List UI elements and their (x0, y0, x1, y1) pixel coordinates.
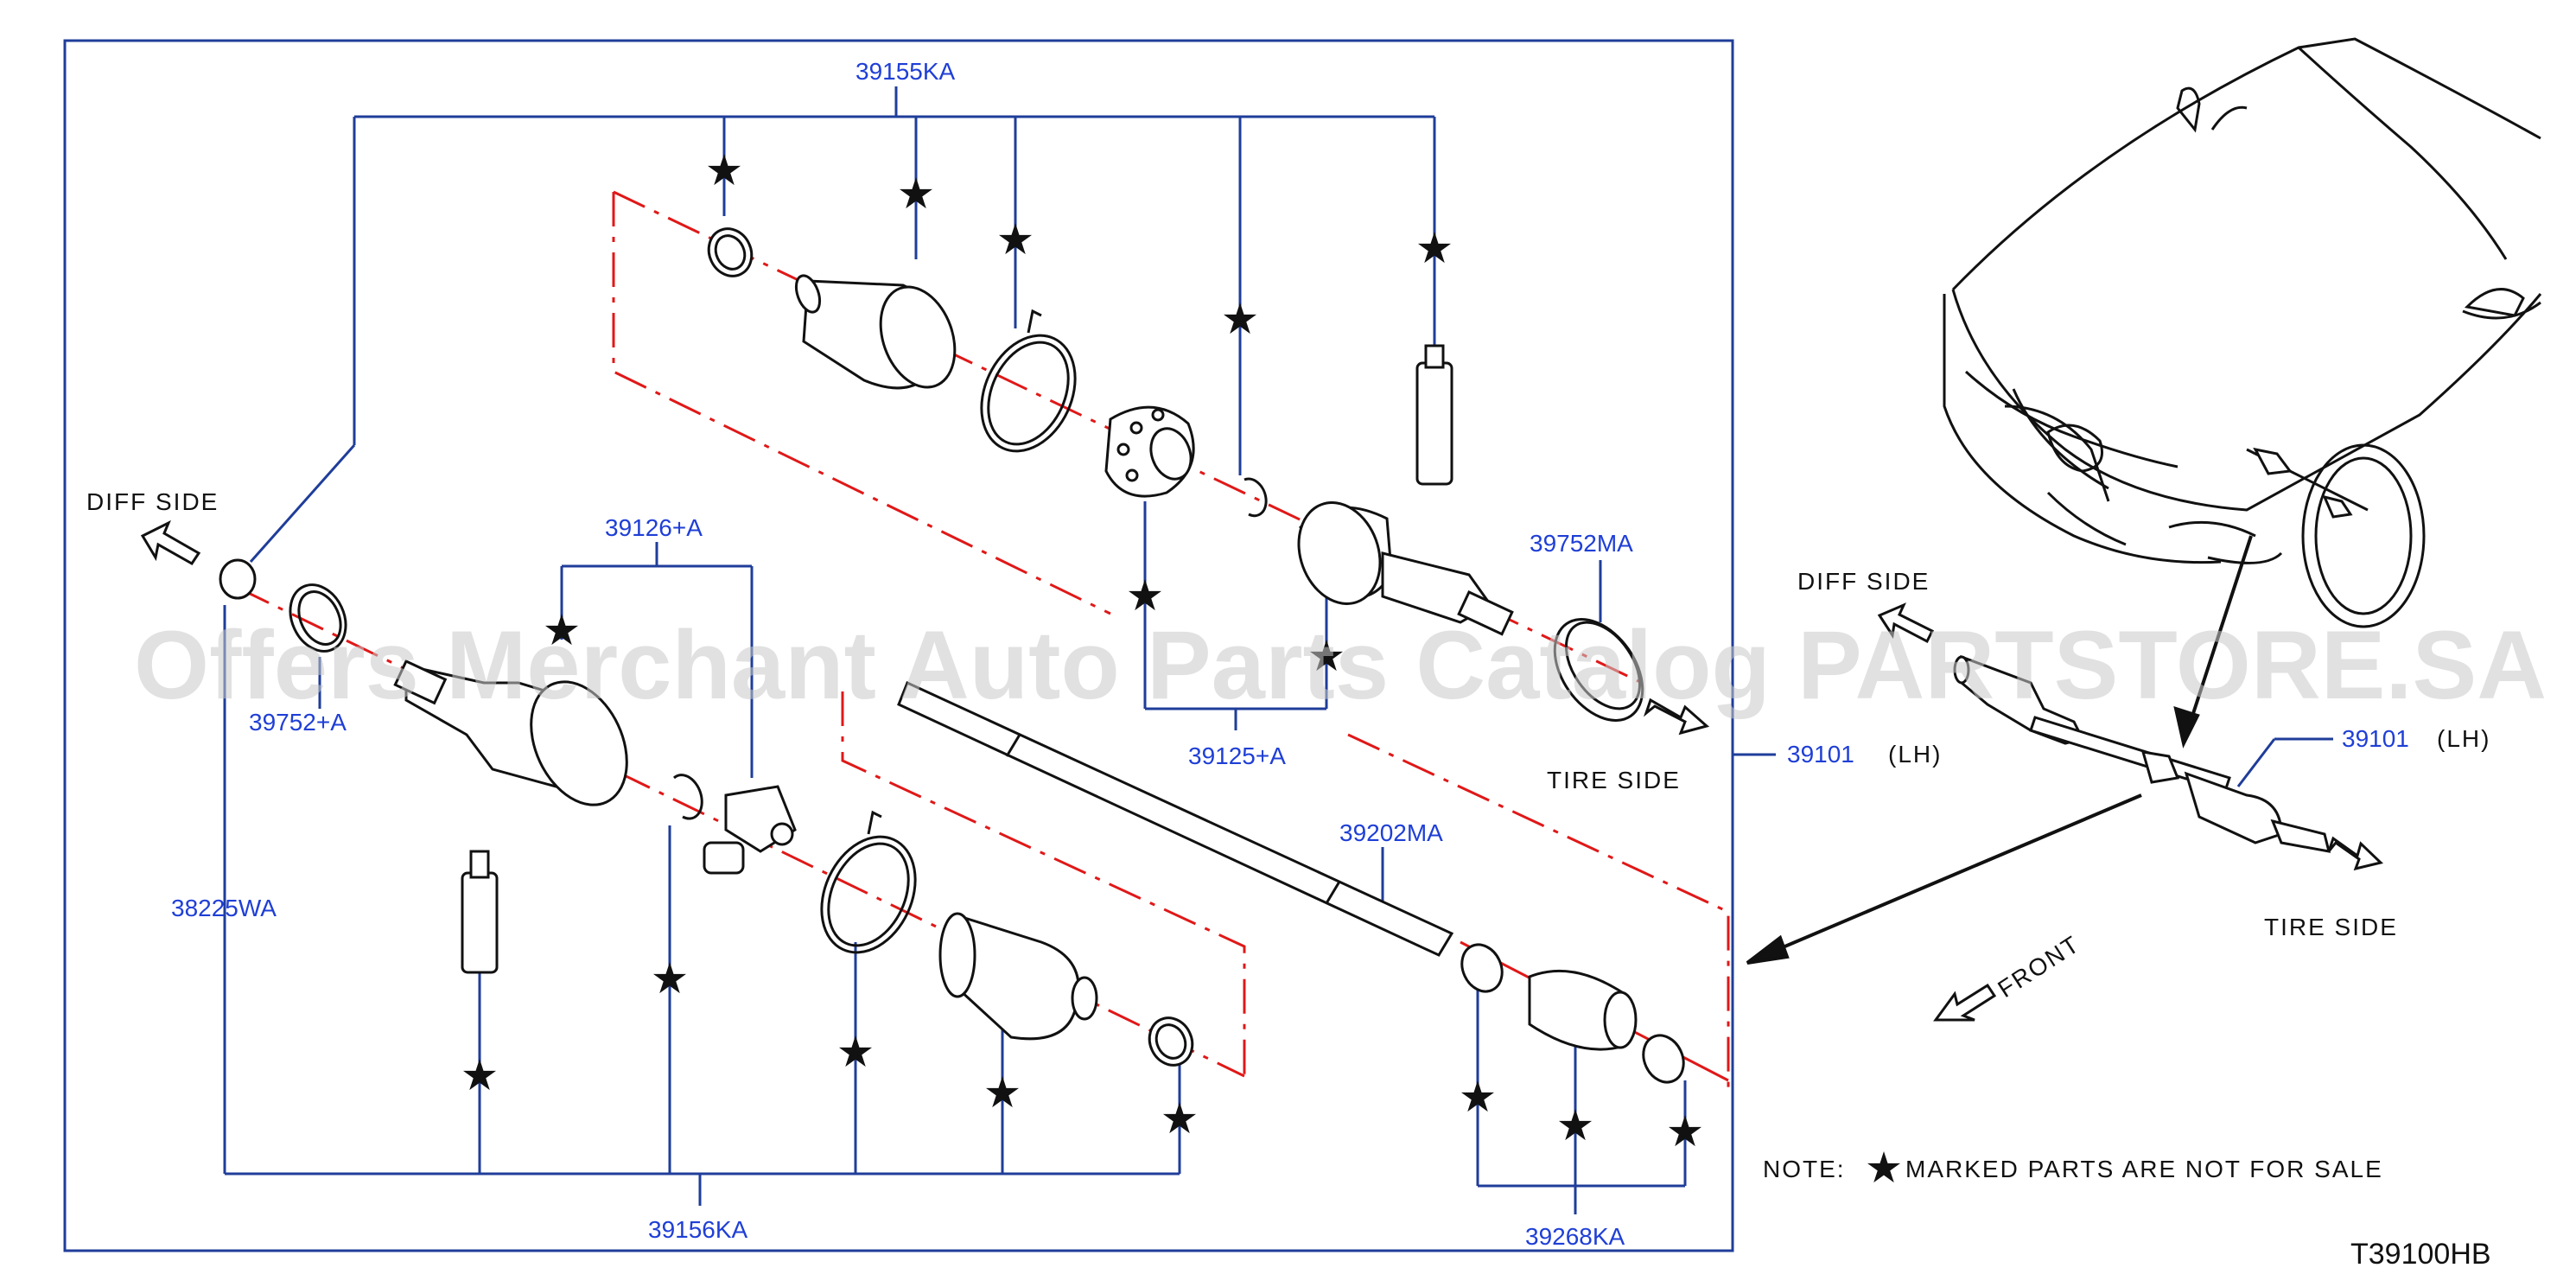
inset-diff-side-label: DIFF SIDE (1797, 568, 1930, 595)
inset-tire-side-label: TIRE SIDE (2264, 914, 2398, 940)
star-marker (838, 1035, 873, 1067)
diff-side-label: DIFF SIDE (86, 488, 219, 515)
note-star (1867, 1151, 1901, 1183)
label-39156ka: 39156KA (648, 1216, 748, 1243)
bottle-upper (1415, 344, 1453, 486)
front-arrow-icon (1933, 983, 1997, 1022)
note-text: MARKED PARTS ARE NOT FOR SALE (1905, 1156, 2383, 1182)
circlip-inner (672, 774, 703, 820)
star-marker (1668, 1115, 1702, 1147)
inner-race-upper (1104, 405, 1195, 498)
star-marker (1128, 579, 1162, 611)
label-39268ka: 39268KA (1525, 1223, 1625, 1250)
star-marker (985, 1076, 1020, 1108)
star-marker (1162, 1102, 1197, 1134)
label-39202ma: 39202MA (1339, 819, 1443, 846)
label-39752a: 39752+A (249, 709, 347, 736)
star-marker (1223, 303, 1257, 334)
boot-band-small-far (1642, 1034, 1685, 1084)
not-for-sale-stars (462, 154, 1901, 1183)
star-marker (1417, 232, 1452, 264)
outer-joint-upper (1297, 501, 1514, 636)
parts (219, 227, 1685, 1084)
car-illustration (1943, 37, 2542, 628)
outer-boot-upper (794, 274, 957, 390)
inner-boot-lower (938, 912, 1098, 1041)
star-marker (462, 1059, 497, 1091)
label-39125a: 39125+A (1188, 742, 1286, 769)
reference-arrows (1746, 535, 2253, 965)
circlip-upper (1243, 477, 1268, 518)
inset-tire-arrow-icon (2327, 836, 2384, 871)
star-marker (1460, 1080, 1495, 1112)
oil-seal-diff (289, 583, 347, 653)
star-marker (1309, 640, 1344, 672)
boot-band-large-upper (980, 309, 1077, 453)
front-label: FRONT (1993, 930, 2084, 1003)
tripod-joint (703, 785, 797, 875)
note: NOTE: MARKED PARTS ARE NOT FOR SALE (1763, 1156, 2383, 1182)
label-lh-main: (LH) (1888, 741, 1942, 768)
label-38225wa: 38225WA (171, 895, 277, 921)
star-marker (652, 962, 687, 994)
boot-band-small-lower (1148, 1016, 1194, 1067)
watermark: Offers Merchant Auto Parts Catalog PARTS… (134, 611, 2547, 719)
boot-band-small-right (1460, 943, 1504, 993)
label-39752ma: 39752MA (1530, 530, 1633, 557)
boot-band-large-lower (820, 810, 917, 954)
mirror-icon (2464, 288, 2525, 317)
star-marker (1558, 1109, 1593, 1141)
part-number-labels: 39155KA 39126+A 39752+A 39752MA 39125+A … (171, 58, 2490, 1250)
main-frame (63, 39, 1734, 1252)
boot-band-small-upper (707, 227, 754, 277)
label-lh-inset: (LH) (2437, 725, 2490, 752)
star-marker (707, 154, 741, 186)
damper (1528, 969, 1638, 1051)
dust-shield-upper (1553, 618, 1644, 722)
inset-axle (1953, 447, 2369, 853)
label-39101-main: 39101 (1787, 741, 1854, 768)
note-prefix: NOTE: (1763, 1156, 1846, 1182)
star-marker (998, 223, 1033, 255)
tire-side-label: TIRE SIDE (1547, 767, 1681, 793)
label-39155ka: 39155KA (855, 58, 956, 85)
direction-arrows (140, 519, 2384, 1022)
circlip-diff (219, 558, 257, 600)
tire-side-arrow-icon (1643, 698, 1710, 736)
inset-diff-arrow-icon (1877, 602, 1935, 644)
star-marker (899, 177, 933, 209)
drive-shaft (897, 680, 1454, 957)
star-marker (544, 614, 579, 646)
label-39126a: 39126+A (605, 514, 703, 541)
bottle-lower (461, 850, 499, 974)
label-39101-inset: 39101 (2342, 725, 2409, 752)
inner-joint-housing (393, 659, 628, 806)
diagram-code: T39100HB (2350, 1238, 2491, 1271)
diff-side-arrow-icon (140, 519, 201, 565)
